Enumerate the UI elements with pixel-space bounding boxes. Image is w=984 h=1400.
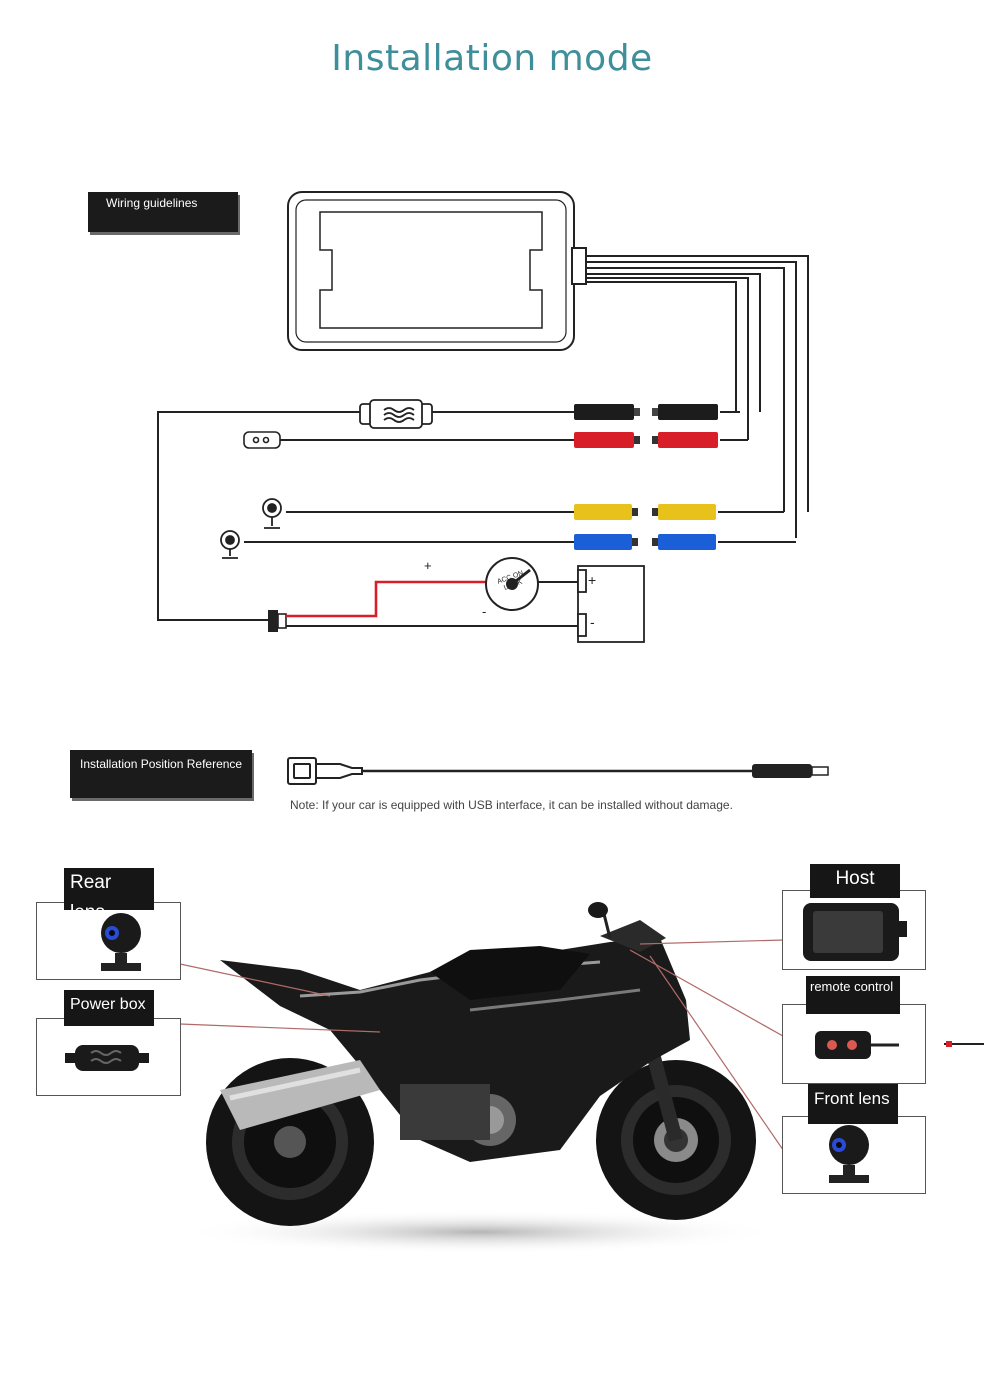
remote-control-icon [815,1031,899,1059]
wiring-diagram [157,191,809,643]
battery-minus-sign: - [590,614,595,630]
inline-power-box [359,399,433,429]
front-lens-title: Front lens [808,1084,898,1124]
usb-note: Note: If your car is equipped with USB i… [290,798,733,812]
front-lens-box [782,1116,926,1194]
host-box [782,890,926,970]
battery-icon [577,565,645,643]
connector-blue-pair [574,534,716,550]
camera-icon-front [220,530,240,559]
page-title: Installation mode [331,38,653,79]
wiring-guidelines-text: Wiring guidelines [106,196,198,210]
camera-icon-rear [262,498,282,529]
remote-cable-stub [944,1041,984,1047]
right-connectors [718,411,796,543]
negative-sign: - [482,604,487,619]
remote-control-box [782,1004,926,1084]
power-box-box [36,1018,181,1096]
cable-bundle [571,247,809,538]
left-wires [157,411,574,621]
rear-lens-box [36,902,181,980]
front-lens-camera-icon [829,1125,869,1183]
installation-position-text: Installation Position Reference [80,757,243,771]
positive-sign: + [424,558,432,573]
remote-control-title: remote control [806,976,900,1014]
rear-lens-camera-icon [101,913,141,971]
rear-lens-title: Rear lens [64,868,154,923]
positive-wire [286,580,500,618]
connector-black-pair [574,404,718,420]
remote-small [243,431,281,449]
connector-red-pair [574,432,718,448]
power-plug [268,610,287,632]
ignition-switch-icon [485,557,539,611]
host-title: Host [810,864,900,898]
battery-plus-sign: + [588,572,597,588]
installation-position-label: Installation Position Reference [70,750,252,798]
connector-yellow-pair [574,504,716,520]
wiring-guidelines-label: Wiring guidelines [88,192,238,232]
host-device-icon [803,903,907,961]
power-box-title: Power box [64,990,154,1026]
power-box-icon [65,1045,149,1071]
